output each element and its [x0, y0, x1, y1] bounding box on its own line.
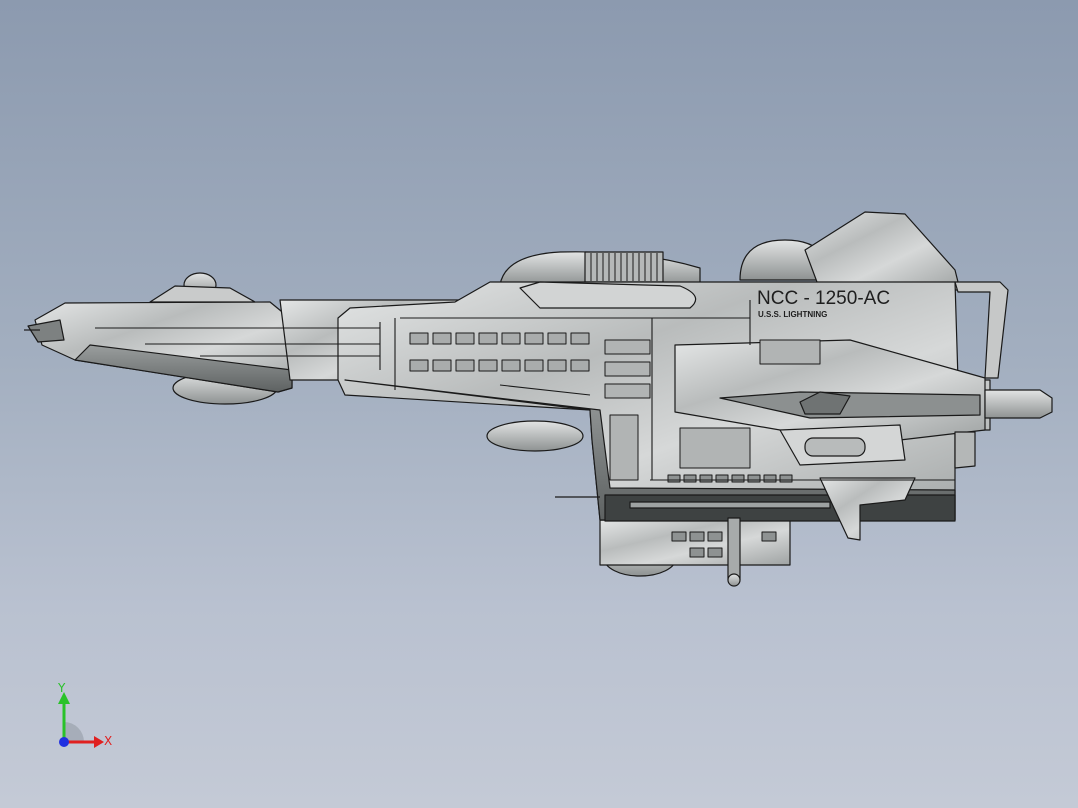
side-panels [604, 339, 821, 481]
dorsal-fairing [519, 281, 697, 309]
cannon-barrel [719, 391, 981, 419]
window-grid [409, 332, 590, 372]
nose-tip [27, 319, 65, 343]
tail-fin [804, 211, 961, 291]
nose-canopy [149, 285, 256, 303]
lower-pod-mid [486, 420, 584, 452]
x-axis-arrowhead [94, 736, 104, 748]
cannon-emitter [799, 391, 851, 415]
aft-bracket [954, 431, 976, 469]
ventral-fin [819, 477, 916, 541]
y-axis-label: Y [57, 682, 66, 695]
hull-lines [95, 300, 955, 481]
cannon-tip [984, 389, 1053, 419]
aft-frame [954, 281, 1009, 379]
ventral-sensor [727, 573, 741, 587]
dorsal-vent-fins [590, 253, 658, 281]
ship-name-label: U.S.S. LIGHTNING [758, 310, 827, 319]
hull-band-window [629, 501, 831, 509]
ventral-bay [599, 519, 791, 566]
x-axis-label: X [104, 734, 112, 748]
ventral-windows [667, 474, 793, 558]
coordinate-triad: Y X [57, 682, 112, 748]
z-axis-dot [59, 737, 69, 747]
registry-label: NCC - 1250-AC [757, 288, 890, 309]
cannon-pod-window [804, 437, 866, 457]
ventral-mast [727, 517, 741, 581]
dorsal-vent [584, 251, 664, 283]
triad-quadrant [64, 722, 84, 742]
y-axis-arrowhead [58, 692, 70, 704]
